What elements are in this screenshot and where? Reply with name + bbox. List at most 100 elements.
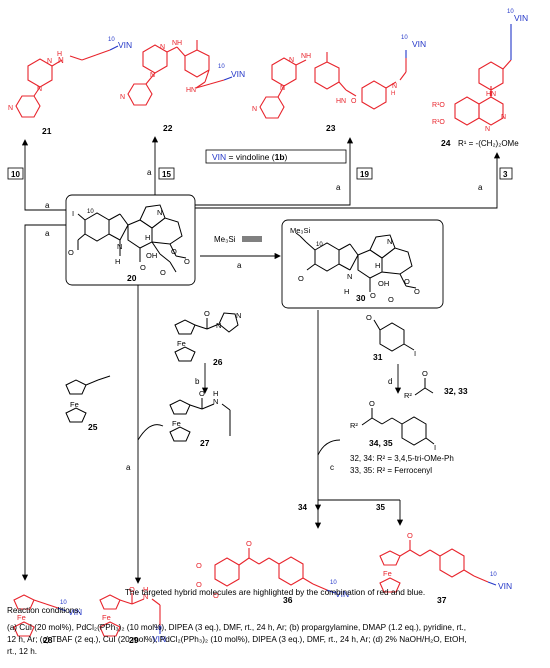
svg-text:a: a — [126, 463, 131, 472]
compound-25 — [65, 375, 111, 423]
caption: The targeted hybrid molecules are highli… — [124, 587, 426, 597]
svg-text:HN: HN — [186, 87, 196, 94]
compound-31: O I 31 — [366, 313, 416, 362]
r1-definition: R¹ = -(CH₂)₂OMe — [458, 139, 519, 148]
svg-text:10: 10 — [330, 580, 337, 586]
svg-text:b: b — [195, 377, 200, 386]
svg-text:10: 10 — [11, 170, 20, 179]
compound-26 — [174, 312, 239, 362]
svg-text:15: 15 — [162, 170, 171, 179]
label-37: 37 — [437, 595, 447, 605]
svg-text:10: 10 — [401, 35, 408, 41]
svg-text:R²: R² — [404, 391, 412, 400]
svg-text:34, 35: 34, 35 — [369, 438, 393, 448]
svg-text:VIN: VIN — [231, 69, 245, 79]
label-29: 29 — [129, 635, 139, 645]
svg-text:N: N — [216, 321, 221, 330]
svg-text:10: 10 — [507, 9, 514, 15]
svg-text:O: O — [196, 561, 202, 570]
svg-text:N: N — [236, 311, 241, 320]
svg-text:O: O — [422, 369, 428, 378]
nh-label: N — [58, 56, 64, 65]
label-23: 23 — [326, 123, 336, 133]
vin-legend: VIN = vindoline (1b) — [212, 152, 288, 162]
svg-text:H: H — [57, 51, 62, 58]
svg-text:N: N — [37, 86, 42, 93]
svg-text:10: 10 — [490, 572, 497, 578]
label-36: 36 — [283, 595, 293, 605]
compound-37: OFe 10 VIN 37 — [379, 531, 512, 605]
svg-text:O: O — [196, 580, 202, 589]
svg-text:10: 10 — [60, 600, 67, 606]
svg-text:O: O — [369, 399, 375, 408]
svg-text:N: N — [8, 105, 13, 112]
svg-text:N: N — [392, 83, 397, 90]
conditions-line-1: (a) CuI (20 mol%), PdCl₂(PPh₃)₂ (10 mol%… — [7, 623, 467, 632]
compound-30-box — [281, 219, 444, 309]
svg-text:NH: NH — [172, 40, 182, 47]
compound-34-35: R² O I 34, 35 32, 34: R² = 3,4,5-tri-OMe… — [350, 399, 454, 475]
svg-text:O: O — [199, 389, 205, 398]
svg-text:10: 10 — [108, 37, 115, 43]
svg-text:N: N — [347, 272, 352, 281]
svg-text:Fe: Fe — [102, 613, 111, 622]
svg-text:10: 10 — [155, 626, 162, 632]
svg-text:N: N — [501, 114, 506, 121]
svg-text:R²: R² — [350, 421, 358, 430]
svg-text:10: 10 — [316, 242, 323, 248]
conditions-title: Reaction conditions: — [7, 606, 81, 615]
svg-text:H: H — [344, 287, 349, 296]
label-24: 24 — [441, 138, 451, 148]
compound-36: O OOO 10 VIN 36 — [196, 539, 349, 605]
svg-text:O: O — [366, 313, 372, 322]
svg-text:N: N — [47, 58, 52, 65]
compound-24: HN N N R¹O R¹O 10 VIN 24 R¹ = -(CH₂)₂OMe — [432, 9, 528, 148]
svg-text:H: H — [375, 261, 380, 270]
svg-text:N: N — [280, 85, 285, 92]
label-22: 22 — [163, 123, 173, 133]
svg-text:Fe: Fe — [172, 419, 181, 428]
svg-text:O: O — [407, 531, 413, 540]
vin-label: VIN — [118, 40, 132, 50]
label-27: 27 — [200, 438, 210, 448]
svg-text:a: a — [336, 183, 341, 192]
compound-28: Fe 10 VIN 28 — [13, 594, 82, 645]
svg-text:H: H — [213, 389, 218, 398]
svg-text:10: 10 — [87, 209, 94, 215]
svg-text:Fe: Fe — [177, 339, 186, 348]
svg-text:O: O — [246, 539, 252, 548]
svg-text:OH: OH — [378, 279, 389, 288]
svg-text:N: N — [160, 44, 165, 51]
compound-23: NH N N N HN O N H 10 VIN 23 — [252, 35, 426, 133]
svg-text:H: H — [143, 585, 148, 594]
svg-text:a: a — [147, 168, 152, 177]
svg-text:N: N — [485, 126, 490, 133]
compound-30 — [299, 234, 417, 292]
compound-20 — [77, 204, 187, 273]
svg-text:VIN: VIN — [498, 581, 512, 591]
svg-text:35: 35 — [376, 503, 385, 512]
svg-text:c: c — [330, 463, 334, 472]
svg-text:N: N — [289, 57, 294, 64]
svg-text:32, 33: 32, 33 — [444, 386, 468, 396]
svg-text:a: a — [237, 261, 242, 270]
compound-32-33: R² O 32, 33 — [404, 369, 468, 400]
compound-27 — [169, 398, 231, 442]
svg-text:NH: NH — [301, 53, 311, 60]
svg-text:34: 34 — [298, 503, 307, 512]
svg-text:N: N — [213, 397, 218, 406]
r2-note-2: 33, 35: R² = Ferrocenyl — [350, 466, 432, 475]
svg-text:O: O — [160, 268, 166, 277]
svg-text:O: O — [213, 591, 219, 600]
compound-21: N H N N N 10 VIN 21 — [8, 37, 132, 136]
svg-text:H: H — [145, 233, 150, 242]
svg-text:19: 19 — [360, 170, 369, 179]
svg-text:O: O — [140, 263, 146, 272]
svg-text:VIN: VIN — [68, 607, 82, 617]
svg-text:10: 10 — [218, 64, 225, 70]
svg-text:Me₃Si: Me₃Si — [290, 226, 310, 235]
svg-text:H: H — [391, 91, 395, 97]
svg-text:I: I — [72, 209, 74, 218]
